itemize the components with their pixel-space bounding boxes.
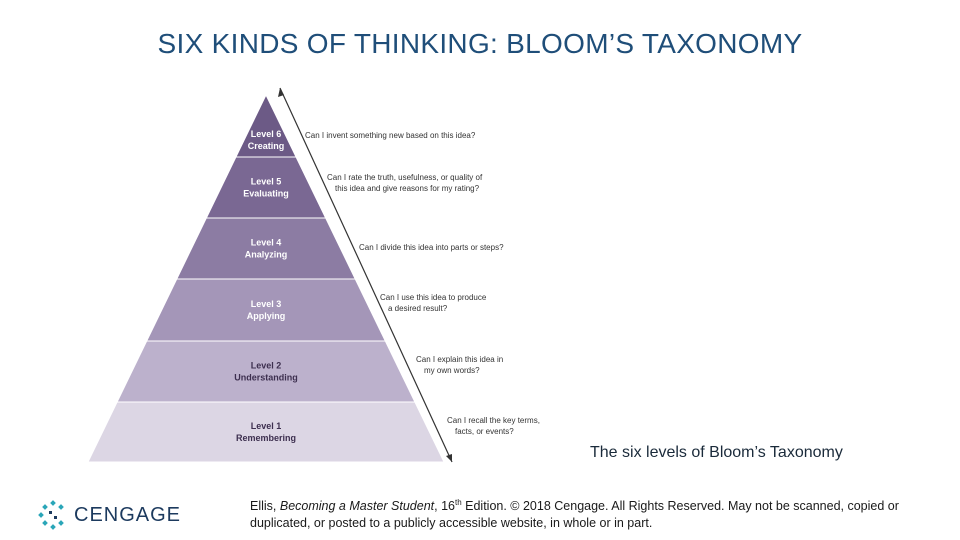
figure-caption: The six levels of Bloom’s Taxonomy bbox=[590, 444, 843, 461]
pyramid-band-3 bbox=[145, 278, 387, 342]
level-questions: Can I invent something new based on this… bbox=[305, 131, 540, 436]
progression-arrow-line bbox=[279, 87, 453, 463]
level-name-label: Analyzing bbox=[245, 250, 288, 260]
level-number-label: Level 1 bbox=[251, 421, 282, 431]
pyramid-band-2 bbox=[116, 340, 416, 403]
credit-author: Ellis, bbox=[250, 499, 280, 514]
credit-book-title: Becoming a Master Student bbox=[279, 499, 435, 514]
level-question-line: Can I divide this idea into parts or ste… bbox=[359, 243, 504, 252]
arrow-head-top-icon bbox=[278, 88, 284, 97]
copyright-credit: Ellis, Becoming a Master Student, 16th E… bbox=[250, 494, 940, 532]
level-question-line: this idea and give reasons for my rating… bbox=[335, 184, 480, 193]
level-question-line: Can I rate the truth, usefulness, or qua… bbox=[327, 173, 483, 182]
level-question-line: Can I use this idea to produce bbox=[380, 293, 487, 302]
logo-wordmark: CENGAGE bbox=[74, 503, 182, 526]
pyramid-band-4 bbox=[175, 217, 357, 280]
pyramid-band-5 bbox=[205, 156, 327, 219]
level-number-label: Level 5 bbox=[251, 177, 282, 187]
level-number-label: Level 6 bbox=[251, 129, 282, 139]
level-question-line: Can I recall the key terms, bbox=[447, 416, 540, 425]
level-name-label: Evaluating bbox=[243, 189, 289, 199]
credit-rights: Edition. © 2018 Cengage. All Rights Rese… bbox=[250, 499, 899, 531]
level-question-line: my own words? bbox=[424, 366, 480, 375]
level-number-label: Level 2 bbox=[251, 361, 282, 371]
level-question-line: a desired result? bbox=[388, 304, 448, 313]
credit-edition: , 16 bbox=[434, 499, 455, 514]
slide-title: SIX KINDS OF THINKING: BLOOM’S TAXONOMY bbox=[157, 28, 803, 59]
level-question-line: Can I explain this idea in bbox=[416, 355, 503, 364]
cengage-logo-icon bbox=[38, 500, 64, 530]
credit-edition-suffix: th bbox=[454, 498, 462, 507]
level-number-label: Level 4 bbox=[251, 238, 282, 248]
level-question-line: Can I invent something new based on this… bbox=[305, 131, 476, 140]
pyramid-bands bbox=[87, 93, 445, 463]
level-name-label: Applying bbox=[247, 311, 286, 321]
pyramid-band-1 bbox=[87, 401, 445, 463]
level-question-line: facts, or events? bbox=[455, 427, 514, 436]
level-name-label: Creating bbox=[248, 141, 285, 151]
cengage-logo: CENGAGE bbox=[38, 500, 181, 530]
arrow-head-bottom-icon bbox=[446, 454, 452, 462]
level-number-label: Level 3 bbox=[251, 299, 282, 309]
level-name-label: Understanding bbox=[234, 373, 298, 383]
level-name-label: Remembering bbox=[236, 433, 296, 443]
